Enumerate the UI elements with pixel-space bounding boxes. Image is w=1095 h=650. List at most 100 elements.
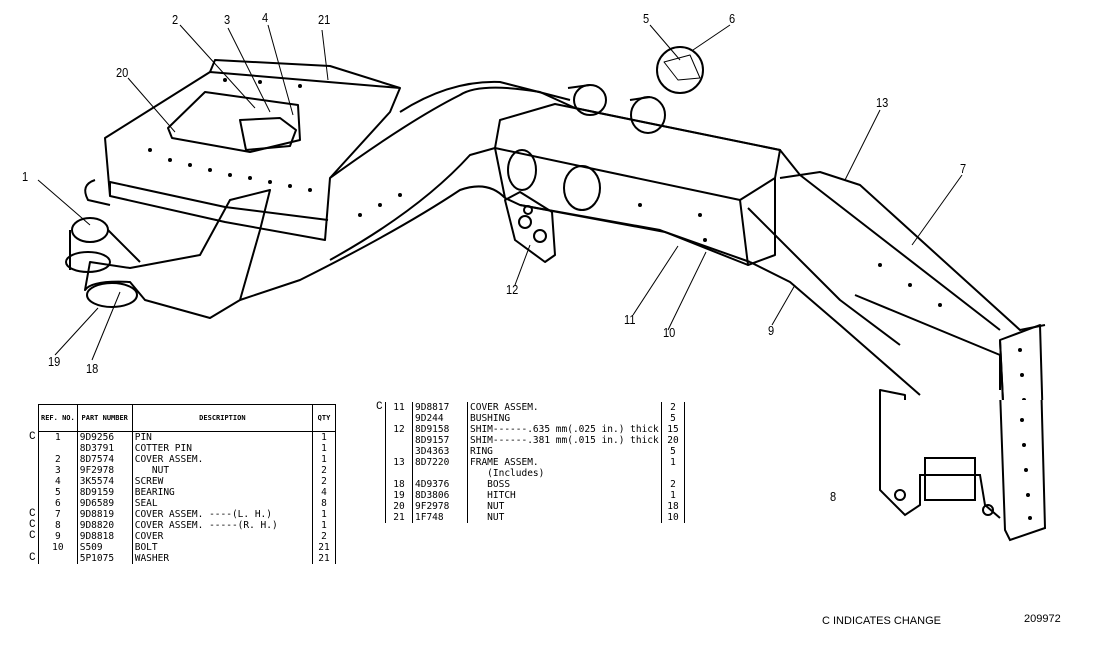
ref-cell: 10 xyxy=(38,542,78,553)
ref-cell: 19 xyxy=(385,490,413,501)
ref-cell: 3 xyxy=(38,465,78,476)
part-number-cell: 8D9159 xyxy=(76,487,133,498)
part-number-cell: 8D7574 xyxy=(76,454,133,465)
part-number-cell: 8D9157 xyxy=(412,435,468,446)
ref-cell: 20 xyxy=(385,501,413,512)
callout-21: 21 xyxy=(318,12,331,27)
qty-cell: 1 xyxy=(312,509,336,520)
qty-cell: 20 xyxy=(661,435,685,446)
ref-cell: 9 xyxy=(38,531,78,542)
callout-10: 10 xyxy=(663,325,676,340)
part-number-cell xyxy=(412,468,468,479)
description-cell: BOSS xyxy=(467,479,662,490)
qty-cell: 10 xyxy=(661,512,685,523)
part-number-cell: 4D9376 xyxy=(412,479,468,490)
description-cell: PIN xyxy=(131,431,314,443)
ref-cell: 8 xyxy=(38,520,78,531)
description-cell: COVER xyxy=(131,531,314,542)
callout-13: 13 xyxy=(876,95,889,110)
qty-cell: 2 xyxy=(312,531,336,542)
header-description: DESCRIPTION xyxy=(131,404,314,432)
qty-cell: 1 xyxy=(312,443,336,454)
qty-cell: 2 xyxy=(312,465,336,476)
ref-cell: 4 xyxy=(38,476,78,487)
hitch-pin xyxy=(71,217,109,243)
description-cell: NUT xyxy=(467,512,662,523)
part-number-cell: 9D8820 xyxy=(76,520,133,531)
callout-12: 12 xyxy=(506,282,519,297)
leader-1 xyxy=(37,179,91,226)
figure-number: 209972 xyxy=(1024,613,1061,625)
description-cell: BEARING xyxy=(131,487,314,498)
cover-opening xyxy=(167,91,301,153)
qty-cell: 2 xyxy=(312,476,336,487)
part-number-cell: 3D4363 xyxy=(412,446,468,457)
description-cell: COVER ASSEM. -----(R. H.) xyxy=(131,520,314,531)
change-marker: C xyxy=(29,552,36,564)
header-qty: QTY xyxy=(312,404,336,432)
leader-3 xyxy=(227,27,271,113)
description-cell: BOLT xyxy=(131,542,314,553)
callout-20: 20 xyxy=(116,65,129,80)
leader-13 xyxy=(844,109,881,181)
frame-assembly-illustration xyxy=(37,24,1046,400)
part-number-cell: 9D8817 xyxy=(412,402,468,413)
ref-cell: 6 xyxy=(38,498,78,509)
qty-cell: 15 xyxy=(661,424,685,435)
qty-cell: 5 xyxy=(661,446,685,457)
leader-12 xyxy=(514,244,531,286)
description-cell: FRAME ASSEM. xyxy=(467,457,662,468)
leader-2 xyxy=(179,24,256,109)
ref-cell xyxy=(385,468,413,479)
rear-hitch-illustration xyxy=(879,400,1047,542)
ref-cell xyxy=(385,435,413,446)
qty-cell: 18 xyxy=(661,501,685,512)
description-cell: RING xyxy=(467,446,662,457)
leader-21 xyxy=(321,29,329,81)
callout-19: 19 xyxy=(48,354,61,369)
leader-10 xyxy=(667,251,707,331)
callout-11: 11 xyxy=(624,312,636,327)
description-cell: SHIM------.635 mm(.025 in.) thick xyxy=(467,424,662,435)
callout-5: 5 xyxy=(643,11,650,26)
change-marker: C xyxy=(29,519,36,531)
leader-4 xyxy=(267,24,294,116)
qty-cell: 8 xyxy=(312,498,336,509)
qty-cell: 1 xyxy=(312,431,336,443)
center-box xyxy=(494,103,781,201)
hitch-lower xyxy=(84,189,271,319)
table-row: (Includes) xyxy=(385,468,685,479)
ref-cell: 13 xyxy=(385,457,413,468)
qty-cell: 1 xyxy=(312,454,336,465)
ref-cell xyxy=(38,553,78,564)
ref-cell: 2 xyxy=(38,454,78,465)
change-note: C INDICATES CHANGE xyxy=(822,615,941,627)
front-platform xyxy=(104,71,401,241)
qty-cell: 2 xyxy=(661,479,685,490)
part-number-cell: 9F2978 xyxy=(412,501,468,512)
ref-cell: 1 xyxy=(38,431,78,443)
description-cell: COVER ASSEM. ----(L. H.) xyxy=(131,509,314,520)
part-number-cell: 9D244 xyxy=(412,413,468,424)
description-cell: SCREW xyxy=(131,476,314,487)
description-cell: (Includes) xyxy=(467,468,662,479)
rear-beam-bottom xyxy=(749,261,921,396)
part-number-cell: 8D3791 xyxy=(76,443,133,454)
qty-cell: 1 xyxy=(661,457,685,468)
part-number-cell: 9D9256 xyxy=(76,431,133,443)
leader-5 xyxy=(649,24,681,61)
part-number-cell: 8D7220 xyxy=(412,457,468,468)
